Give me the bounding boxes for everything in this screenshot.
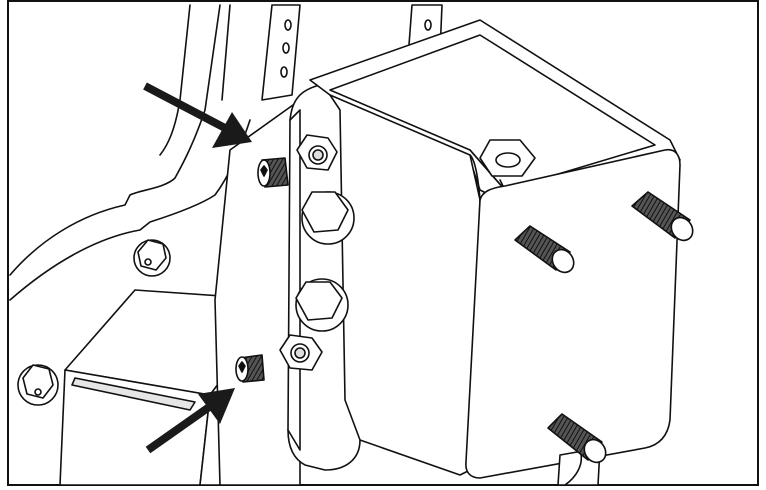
arrow-upper-set-screw bbox=[143, 82, 227, 132]
set-screw-icon bbox=[257, 157, 289, 188]
threaded-stud-icon bbox=[631, 191, 694, 242]
hex-nut-icon bbox=[479, 139, 536, 177]
hex-bolt-icon bbox=[295, 278, 349, 332]
bracket-top-inner bbox=[329, 34, 656, 191]
bracket-side-face bbox=[465, 148, 681, 479]
lower-tube-bevel bbox=[71, 377, 196, 411]
hex-nut-icon bbox=[296, 134, 338, 171]
hex-bolt-icon bbox=[133, 239, 171, 277]
frame-edge-right bbox=[221, 4, 231, 101]
arrow-icon bbox=[143, 82, 252, 148]
mounting-plate-edge bbox=[287, 109, 301, 451]
bracket-corner bbox=[469, 154, 481, 201]
center-column bbox=[214, 99, 301, 486]
hex-bolt-icon bbox=[301, 191, 355, 245]
threaded-stud-icon bbox=[547, 413, 607, 464]
arrow-icon bbox=[145, 388, 235, 454]
arrow-lower-set-screw bbox=[145, 401, 215, 454]
frame-curve-outer bbox=[9, 4, 221, 276]
hex-nut-icon bbox=[279, 334, 323, 371]
bracket-front-face bbox=[329, 94, 481, 476]
set-screw-icon bbox=[235, 354, 265, 383]
hex-bolt-icon bbox=[17, 364, 59, 406]
threaded-stud-icon bbox=[514, 225, 575, 274]
